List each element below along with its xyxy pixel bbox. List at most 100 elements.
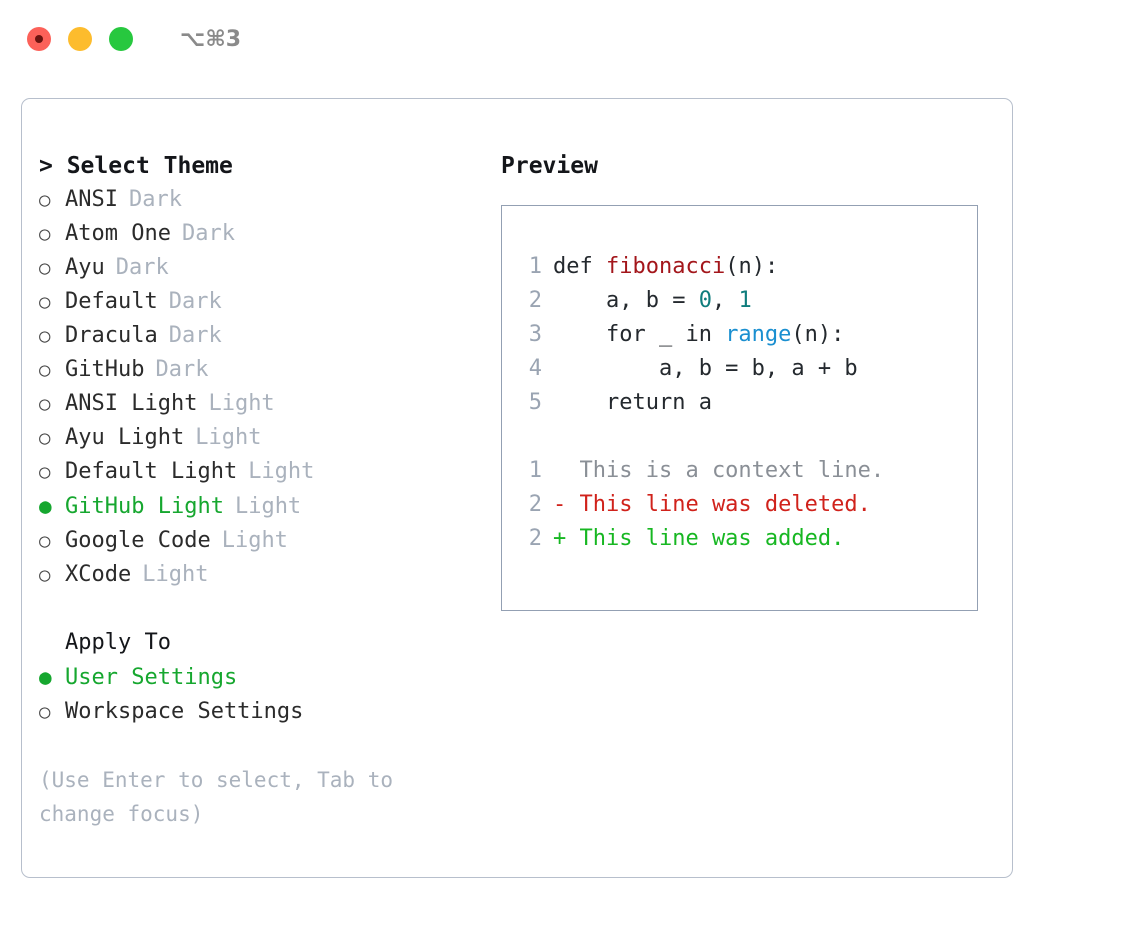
theme-option-label: Dracula	[65, 323, 158, 348]
theme-option-0[interactable]: ○ ANSI Dark	[39, 183, 489, 217]
theme-option-label: Default Light	[65, 459, 238, 484]
theme-option-4[interactable]: ○ Dracula Dark	[39, 319, 489, 353]
radio-selected-icon: ●	[39, 665, 52, 689]
theme-option-variant: Dark	[168, 323, 222, 348]
code-line: 2 a, b = 0, 1	[514, 284, 977, 318]
diff-line-ctx: 1 This is a context line.	[514, 454, 977, 488]
theme-option-2[interactable]: ○ Ayu Dark	[39, 251, 489, 285]
apply-to-option-1[interactable]: ○ Workspace Settings	[39, 695, 489, 729]
theme-option-variant: Light	[248, 459, 315, 484]
line-number: 2	[528, 526, 542, 551]
code-token-plain: for _ in	[553, 322, 726, 347]
theme-option-variant: Light	[221, 528, 288, 553]
keyboard-shortcut-label: ⌥⌘3	[180, 26, 242, 52]
code-token-plain: (n):	[791, 322, 845, 347]
theme-option-7[interactable]: ○ Ayu Light Light	[39, 421, 489, 455]
apply-to-option-0[interactable]: ● User Settings	[39, 660, 489, 695]
theme-option-variant: Light	[195, 425, 262, 450]
theme-option-variant: Light	[208, 391, 275, 416]
line-number: 3	[528, 322, 542, 347]
radio-unselected-icon: ○	[39, 564, 51, 586]
code-line: 4 a, b = b, a + b	[514, 352, 977, 386]
theme-option-variant: Dark	[168, 289, 222, 314]
radio-unselected-icon: ○	[39, 359, 51, 381]
close-button-icon[interactable]	[27, 27, 51, 51]
theme-option-label: Ayu	[65, 255, 105, 280]
line-number: 4	[528, 356, 542, 381]
minimize-button-icon[interactable]	[68, 27, 92, 51]
radio-selected-icon: ●	[39, 494, 52, 518]
theme-option-10[interactable]: ○ Google Code Light	[39, 524, 489, 558]
theme-option-5[interactable]: ○ GitHub Dark	[39, 353, 489, 387]
theme-option-3[interactable]: ○ Default Dark	[39, 285, 489, 319]
code-line: 5 return a	[514, 386, 977, 420]
preview-column: Preview 1 def fibonacci (n): 2 a, b = 0, 1 3…	[501, 149, 996, 611]
radio-unselected-icon: ○	[39, 223, 51, 245]
theme-option-label: GitHub Light	[65, 494, 224, 519]
theme-option-label: GitHub	[65, 357, 145, 382]
theme-option-label: Ayu Light	[65, 425, 185, 450]
maximize-button-icon[interactable]	[109, 27, 133, 51]
apply-to-heading: Apply To	[65, 630, 171, 655]
theme-option-label: Atom One	[65, 221, 171, 246]
theme-option-variant: Dark	[128, 187, 182, 212]
code-token-plain: return a	[553, 390, 712, 415]
theme-option-variant: Light	[142, 562, 209, 587]
radio-unselected-icon: ○	[39, 461, 51, 483]
keyboard-hint-text: (Use Enter to select, Tab to change focu…	[39, 768, 394, 826]
diff-sample: 1 This is a context line. 2 - This line wa…	[514, 454, 977, 556]
line-number: 5	[528, 390, 542, 415]
diff-line-del: 2 - This line was deleted.	[514, 488, 977, 522]
preview-box: 1 def fibonacci (n): 2 a, b = 0, 1 3 for _ i…	[501, 205, 978, 611]
select-theme-title: Select Theme	[66, 153, 233, 179]
code-token-plain: def	[553, 254, 606, 279]
preview-heading: Preview	[501, 153, 598, 179]
code-sample: 1 def fibonacci (n): 2 a, b = 0, 1 3 for _ i…	[514, 250, 977, 420]
apply-to-option-label: User Settings	[65, 665, 238, 690]
theme-option-variant: Dark	[155, 357, 209, 382]
window-controls	[27, 27, 133, 51]
radio-unselected-icon: ○	[39, 701, 51, 723]
radio-unselected-icon: ○	[39, 427, 51, 449]
code-token-plain: ,	[711, 288, 739, 313]
radio-unselected-icon: ○	[39, 257, 51, 279]
diff-line-text: + This line was added.	[553, 526, 845, 551]
code-token-fn: fibonacci	[605, 254, 726, 279]
radio-unselected-icon: ○	[39, 325, 51, 347]
line-number: 1	[528, 254, 542, 279]
line-number: 2	[528, 492, 542, 517]
code-token-call: range	[725, 322, 792, 347]
theme-option-1[interactable]: ○ Atom One Dark	[39, 217, 489, 251]
select-theme-heading: > Select Theme	[39, 149, 489, 183]
code-token-plain: a, b =	[553, 288, 699, 313]
theme-option-label: ANSI	[65, 187, 118, 212]
theme-option-label: XCode	[65, 562, 132, 587]
apply-to-option-list: ● User Settings ○ Workspace Settings	[39, 660, 489, 729]
apply-to-option-label: Workspace Settings	[65, 699, 304, 724]
radio-unselected-icon: ○	[39, 291, 51, 313]
theme-option-label: Google Code	[65, 528, 211, 553]
diff-line-text: - This line was deleted.	[553, 492, 871, 517]
theme-option-variant: Dark	[181, 221, 235, 246]
theme-option-8[interactable]: ○ Default Light Light	[39, 455, 489, 489]
theme-option-label: Default	[65, 289, 158, 314]
diff-line-add: 2 + This line was added.	[514, 522, 977, 556]
diff-line-text: This is a context line.	[553, 458, 885, 483]
code-token-num: 1	[738, 288, 752, 313]
line-number: 2	[528, 288, 542, 313]
radio-unselected-icon: ○	[39, 393, 51, 415]
theme-option-11[interactable]: ○ XCode Light	[39, 558, 489, 592]
line-number: 1	[528, 458, 542, 483]
theme-option-variant: Dark	[115, 255, 169, 280]
radio-unselected-icon: ○	[39, 530, 51, 552]
title-bar: ⌥⌘3	[0, 0, 1140, 78]
prompt-caret-icon: >	[39, 153, 67, 179]
radio-unselected-icon: ○	[39, 189, 51, 211]
code-token-num: 0	[698, 288, 712, 313]
